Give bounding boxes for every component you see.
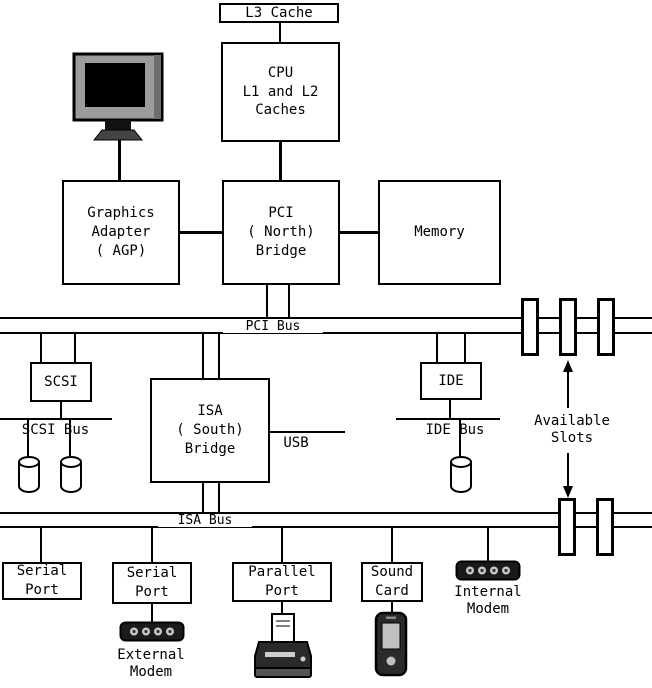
expansion-slot-isa-2 — [596, 498, 614, 556]
arrow-down-icon — [563, 453, 573, 498]
disk-cylinder-icon — [60, 456, 82, 493]
expansion-slot-pci-1 — [521, 298, 539, 356]
wire-graphics-to-north-bridge — [180, 231, 222, 234]
node-parallel-port: Parallel Port — [232, 562, 332, 602]
node-serial-port-2: Serial Port — [112, 562, 192, 604]
wire-monitor-to-graphics — [118, 140, 121, 180]
isa-bus-line-top — [0, 512, 652, 514]
wire-isa-to-serial-1 — [40, 528, 42, 562]
wire-pci-to-scsi-b — [74, 334, 76, 362]
wire-south-bridge-to-isa-bus-a — [202, 483, 204, 512]
modem-icon — [119, 621, 185, 642]
expansion-slot-pci-2 — [559, 298, 577, 356]
node-north-bridge: PCI ( North) Bridge — [222, 180, 340, 285]
wire-isa-to-serial-2 — [151, 528, 153, 562]
ide-bus-label: IDE Bus — [425, 422, 485, 438]
wire-north-bridge-to-pci-bus-b — [288, 285, 290, 318]
node-l3-cache: L3 Cache — [219, 3, 339, 23]
modem-icon — [455, 560, 521, 581]
isa-bus-line-bottom — [0, 526, 652, 528]
wire-pci-to-south-bridge-a — [202, 334, 204, 378]
node-ide: IDE — [420, 362, 482, 400]
node-graphics-adapter: Graphics Adapter ( AGP) — [62, 180, 180, 285]
scsi-bus-label: SCSI Bus — [21, 422, 90, 438]
ide-bus-line — [396, 418, 500, 420]
available-slots-label: Available Slots — [534, 413, 610, 446]
usb-label: USB — [283, 435, 309, 451]
internal-modem-label: Internal Modem — [454, 584, 522, 617]
node-south-bridge: ISA ( South) Bridge — [150, 378, 270, 483]
wire-serial-to-external-modem — [151, 604, 153, 622]
scsi-bus-line — [0, 418, 112, 420]
wire-scsi-bus-to-drive-2 — [69, 420, 71, 456]
expansion-slot-pci-3 — [597, 298, 615, 356]
node-serial-port-1: Serial Port — [2, 562, 82, 600]
wire-isa-to-parallel — [281, 528, 283, 562]
wire-ide-to-ide-bus — [449, 400, 451, 418]
wire-pci-to-south-bridge-b — [218, 334, 220, 378]
wire-l3-to-cpu — [279, 23, 281, 42]
node-cpu: CPU L1 and L2 Caches — [221, 42, 340, 142]
cellphone-icon — [374, 611, 408, 677]
monitor-icon — [72, 52, 164, 141]
wire-scsi-to-scsi-bus — [60, 402, 62, 418]
wire-north-bridge-to-memory — [340, 231, 378, 234]
wire-south-bridge-to-isa-bus-b — [218, 483, 220, 512]
pci-bus-line-bottom — [0, 332, 652, 334]
printer-icon — [254, 613, 312, 678]
wire-sound-to-phone — [391, 602, 393, 614]
external-modem-label: External Modem — [117, 647, 185, 680]
expansion-slot-isa-1 — [558, 498, 576, 556]
disk-cylinder-icon — [18, 456, 40, 493]
disk-cylinder-icon — [450, 456, 472, 493]
pci-bus-line-top — [0, 317, 652, 319]
wire-ide-bus-to-drive — [459, 420, 461, 456]
arrow-up-icon — [563, 360, 573, 408]
pci-bus-label: PCI Bus — [223, 320, 323, 333]
node-scsi: SCSI — [30, 362, 92, 402]
isa-bus-label: ISA Bus — [158, 514, 252, 527]
wire-pci-to-ide-a — [436, 334, 438, 362]
usb-line — [270, 431, 345, 433]
wire-pci-to-ide-b — [464, 334, 466, 362]
node-memory: Memory — [378, 180, 501, 285]
wire-cpu-to-north-bridge — [279, 142, 282, 180]
wire-isa-to-sound — [391, 528, 393, 562]
node-sound-card: Sound Card — [361, 562, 423, 602]
wire-scsi-bus-to-drive-1 — [27, 420, 29, 456]
wire-north-bridge-to-pci-bus-a — [266, 285, 268, 318]
wire-parallel-to-printer — [281, 602, 283, 616]
wire-isa-to-internal-modem — [487, 528, 489, 561]
wire-pci-to-scsi-a — [40, 334, 42, 362]
